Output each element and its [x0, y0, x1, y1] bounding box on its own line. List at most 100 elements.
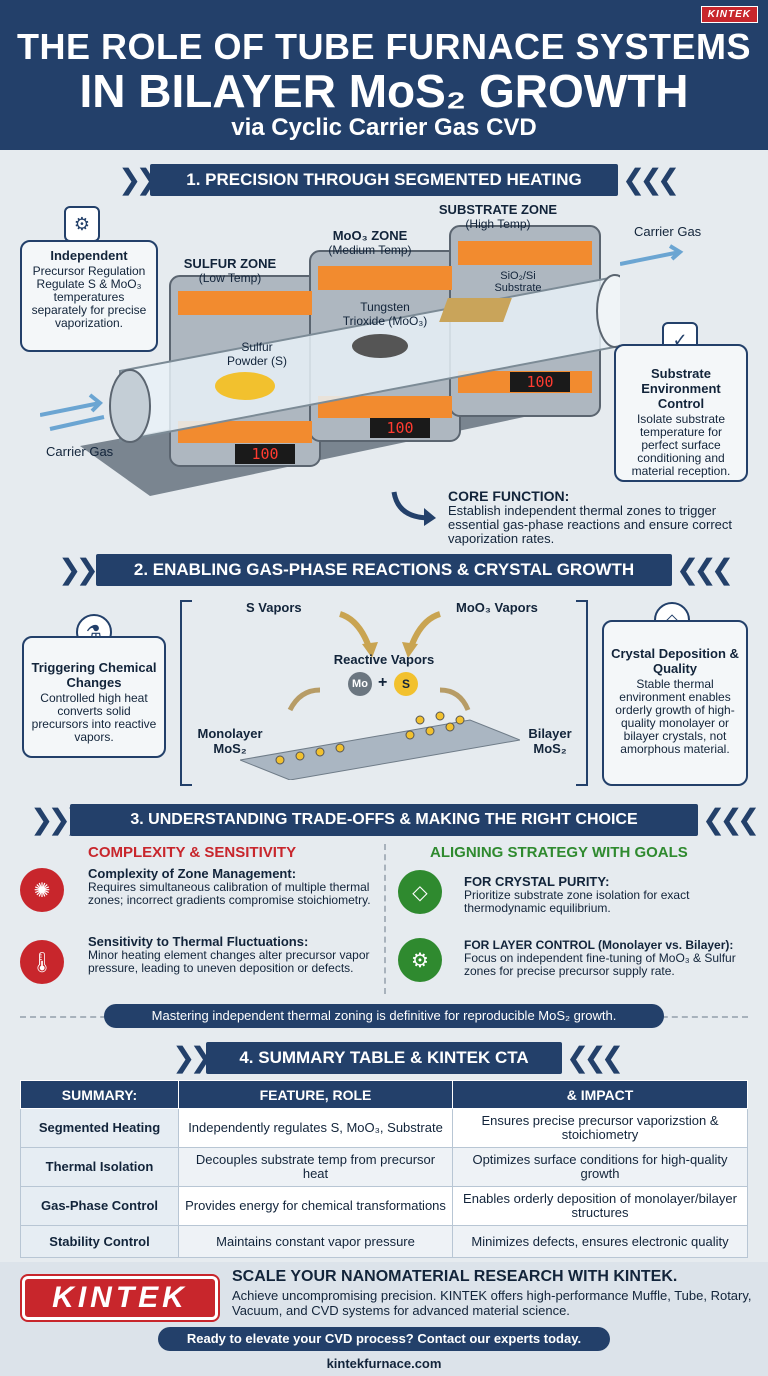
l1-body: Requires simultaneous calibration of mul… — [88, 880, 371, 907]
section-4-title: 4. SUMMARY TABLE & KINTEK CTA — [206, 1042, 562, 1074]
core-function-body: Establish independent thermal zones to t… — [448, 503, 732, 546]
table-header-row: SUMMARY: FEATURE, ROLE & IMPACT — [20, 1080, 748, 1109]
table-cell: Ensures precise precursor vaporizstion &… — [452, 1108, 748, 1148]
triggering-box: Triggering Chemical Changes Controlled h… — [22, 636, 166, 758]
heater-coil — [178, 291, 312, 315]
table-cell: Maintains constant vapor pressure — [178, 1225, 453, 1258]
table-cell: Enables orderly deposition of monolayer/… — [452, 1186, 748, 1226]
r1-title: FOR CRYSTAL PURITY: — [464, 874, 610, 889]
r1-body: Prioritize substrate zone isolation for … — [464, 888, 690, 915]
sulfur-powder-label: Sulfur Powder (S) — [226, 340, 288, 368]
carrier-gas-out-label: Carrier Gas — [634, 224, 702, 239]
mo-atom: Mo — [348, 672, 372, 696]
table-header: FEATURE, ROLE — [178, 1080, 453, 1109]
divider — [384, 844, 386, 994]
title-line-3: via Cyclic Carrier Gas CVD — [231, 114, 537, 141]
sensitivity-item: Sensitivity to Thermal Fluctuations: Min… — [88, 934, 378, 975]
cta-button[interactable]: Ready to elevate your CVD process? Conta… — [158, 1327, 610, 1351]
table-cell: Minimizes defects, ensures electronic qu… — [452, 1225, 748, 1258]
title-line-1: THE ROLE OF TUBE FURNACE SYSTEMS — [16, 26, 752, 67]
gem-icon: ◇ — [398, 870, 442, 914]
carrier-gas-in-label: Carrier Gas — [46, 444, 114, 459]
table-row: Thermal Isolation Decouples substrate te… — [20, 1147, 748, 1187]
header-banner — [0, 0, 768, 150]
core-function-title: CORE FUNCTION: — [448, 488, 570, 504]
bilayer-label: Bilayer MoS₂ — [528, 726, 572, 756]
kintek-logo[interactable]: KINTEK — [22, 1276, 218, 1320]
thermometer-icon: 🌡 — [20, 940, 64, 984]
title-line-2: IN BILAYER MoS₂ GROWTH — [79, 65, 689, 117]
monolayer-label: Monolayer MoS₂ — [197, 726, 263, 756]
table-header: & IMPACT — [452, 1080, 748, 1109]
r2-body: Focus on independent fine-tuning of MoO₃… — [464, 951, 736, 978]
heater-coil — [458, 241, 592, 265]
table-row: Segmented Heating Independently regulate… — [20, 1108, 748, 1148]
sulfur-zone-label: SULFUR ZONE(Low Temp) — [183, 256, 277, 285]
l2-title: Sensitivity to Thermal Fluctuations: — [88, 934, 309, 949]
table-cell: Independently regulates S, MoO₃, Substra… — [178, 1108, 453, 1148]
table-cell: Stability Control — [20, 1225, 179, 1258]
trig-body: Controlled high heat converts solid prec… — [31, 691, 157, 744]
table-row: Stability Control Maintains constant vap… — [20, 1225, 748, 1258]
display-1-value: 100 — [251, 445, 278, 463]
summary-table: SUMMARY: FEATURE, ROLE & IMPACT Segmente… — [20, 1080, 748, 1258]
complexity-item: Complexity of Zone Management: Requires … — [88, 866, 378, 907]
aligning-heading: ALIGNING STRATEGY WITH GOALS — [430, 844, 688, 861]
substrate-wafer — [439, 298, 512, 322]
moo3-vapors-label: MoO₃ Vapors — [456, 600, 538, 615]
section-3-title: 3. UNDERSTANDING TRADE-OFFS & MAKING THE… — [70, 804, 698, 836]
l1-title: Complexity of Zone Management: — [88, 866, 297, 881]
mastering-banner: Mastering independent thermal zoning is … — [104, 1004, 664, 1028]
heater-coil — [318, 266, 452, 290]
footer-body: Achieve uncompromising precision. KINTEK… — [232, 1288, 752, 1318]
table-cell: Provides energy for chemical transformat… — [178, 1186, 453, 1226]
independent-body: Precursor Regulation Regulate S & MoO₃ t… — [31, 264, 147, 330]
table-row: Gas-Phase Control Provides energy for ch… — [20, 1186, 748, 1226]
heater-coil — [178, 421, 312, 443]
s-vapors-label: S Vapors — [246, 600, 302, 615]
furnace-illustration: 100 100 100 — [80, 225, 620, 496]
substrate-zone-label: SUBSTRATE ZONE(High Temp) — [438, 202, 558, 231]
chevron-right-icon: ❮❮❮ — [566, 1041, 624, 1074]
bracket-left — [180, 600, 192, 786]
table-cell: Gas-Phase Control — [20, 1186, 179, 1226]
table-cell: Optimizes surface conditions for high-qu… — [452, 1147, 748, 1187]
brand-badge[interactable]: KINTEK — [700, 6, 758, 23]
tube-inlet — [109, 369, 151, 443]
chevron-right-icon: ❮❮❮ — [622, 163, 680, 196]
table-cell: Decouples substrate temp from precursor … — [178, 1147, 453, 1187]
layer-item: FOR LAYER CONTROL (Monolayer vs. Bilayer… — [464, 938, 754, 978]
carrier-gas-in-arrows — [40, 393, 105, 431]
display-1 — [235, 444, 295, 464]
website-link[interactable]: kintekfurnace.com — [326, 1356, 442, 1371]
chevron-right-icon: ❮❮❮ — [676, 553, 734, 586]
display-2 — [370, 418, 430, 438]
vapor-arrows — [338, 611, 442, 658]
crystal-illustration — [240, 687, 520, 780]
moo3-zone-label: MoO₃ ZONE(Medium Temp) — [328, 228, 412, 257]
chevron-right-icon: ❮❮❮ — [702, 803, 760, 836]
crystal-deposition-box: Crystal Deposition & Quality Stable ther… — [602, 620, 748, 786]
independent-regulation-box: Independent Precursor Regulation Regulat… — [20, 240, 158, 352]
table-cell: Thermal Isolation — [20, 1147, 179, 1187]
core-function: CORE FUNCTION: Establish independent the… — [448, 488, 748, 546]
display-3-value: 100 — [526, 373, 553, 391]
section-2-title: 2. ENABLING GAS-PHASE REACTIONS & CRYSTA… — [96, 554, 672, 586]
independent-title: Independent — [50, 248, 128, 263]
substrate-environment-box: Substrate Environment Control Isolate su… — [614, 344, 748, 482]
sub-env-body: Isolate substrate temperature for perfec… — [631, 412, 731, 478]
table-cell: Segmented Heating — [20, 1108, 179, 1148]
purity-item: FOR CRYSTAL PURITY: Prioritize substrate… — [464, 874, 754, 915]
plus-sign: + — [378, 674, 388, 691]
trig-title: Triggering Chemical Changes — [31, 660, 157, 690]
r2-title: FOR LAYER CONTROL (Monolayer vs. Bilayer… — [464, 938, 734, 952]
display-3 — [510, 372, 570, 392]
moo3-dish — [352, 334, 408, 358]
footer-headline: SCALE YOUR NANOMATERIAL RESEARCH WITH KI… — [232, 1268, 678, 1285]
sulfur-powder-dish — [215, 372, 275, 400]
crystal-body: Stable thermal environment enables order… — [615, 677, 735, 756]
l2-body: Minor heating element changes alter prec… — [88, 948, 370, 975]
layers-gear-icon: ⚙ — [398, 938, 442, 982]
core-arrow-icon — [391, 491, 436, 526]
reactive-vapors-label: Reactive Vapors — [333, 652, 435, 667]
